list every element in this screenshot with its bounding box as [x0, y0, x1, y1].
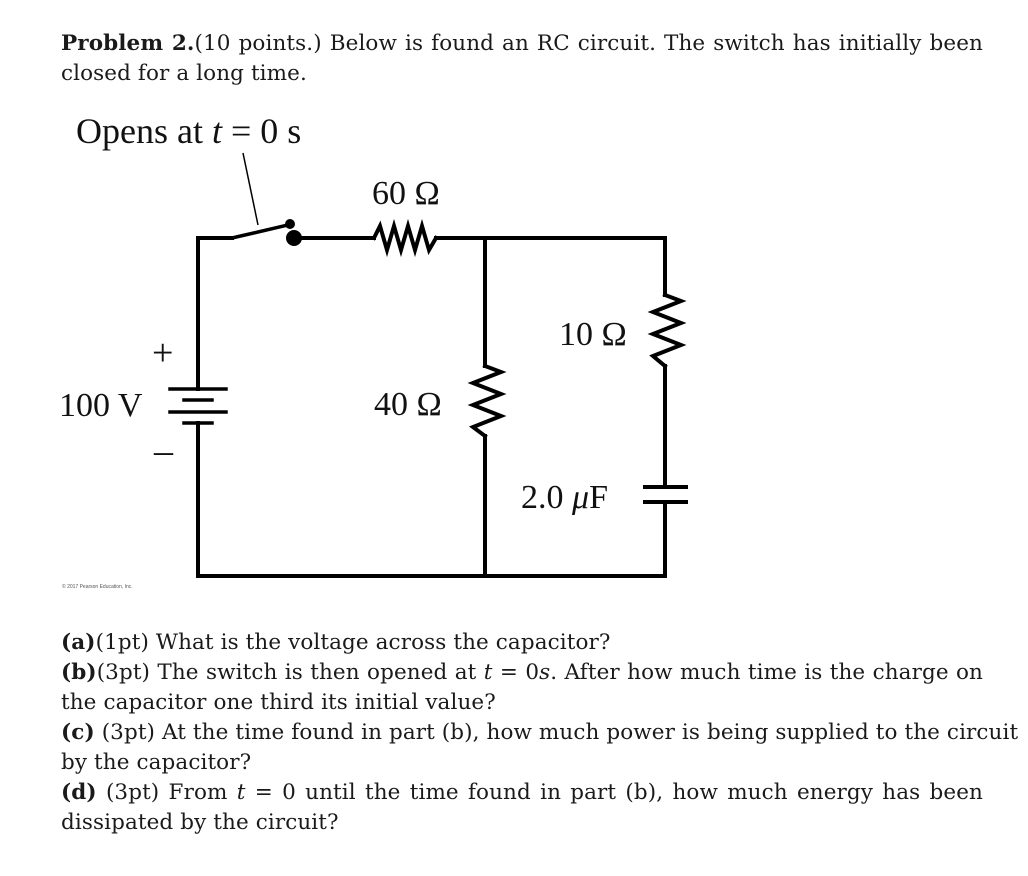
question-b-points: (3pt)	[96, 660, 151, 685]
battery-voltage-label: 100 V	[59, 387, 143, 424]
question-b-text-1: The switch is then opened at	[150, 660, 484, 685]
switch-contact-small	[285, 219, 295, 229]
intro-line-2: closed for a long time.	[61, 61, 307, 86]
resistor-40-ohm	[467, 363, 507, 439]
wire-top-right	[434, 236, 667, 297]
wire-left-top	[196, 236, 234, 374]
question-a-text: What is the voltage across the capacitor…	[148, 630, 611, 655]
capacitor-label: 2.0 μF	[521, 479, 608, 516]
r1-label: 60 Ω	[372, 175, 440, 212]
problem-heading: Problem 2.	[61, 31, 195, 56]
resistor-60-ohm	[371, 218, 439, 258]
switch-blade	[229, 222, 291, 241]
question-d-text-2: = 0 until the time found in part (b), ho…	[245, 780, 983, 805]
question-b-eq: = 0	[492, 660, 540, 685]
r3-label: 10 Ω	[559, 316, 627, 353]
question-a: (a)(1pt) What is the voltage across the …	[61, 628, 983, 658]
question-b-tag: (b)	[61, 660, 97, 685]
question-d-tag: (d)	[61, 780, 97, 805]
resistor-10-ohm	[647, 292, 687, 369]
question-d-line-1: (d) (3pt) From t = 0 until the time foun…	[61, 778, 983, 808]
intro-text-1: Below is found an RC circuit. The switch…	[321, 31, 983, 56]
question-c-points: (3pt)	[101, 720, 156, 745]
question-c-line-2: by the capacitor?	[61, 750, 252, 775]
switch-contact-large	[286, 230, 302, 246]
question-b-text-2: . After how much time is the charge on	[550, 660, 983, 685]
wire-bottom	[196, 428, 667, 578]
battery-minus-sign: –	[153, 430, 174, 472]
question-a-tag: (a)	[61, 630, 96, 655]
r2-label: 40 Ω	[374, 386, 442, 423]
question-d-points: (3pt)	[105, 780, 160, 805]
problem-intro: Problem 2.(10 points.) Below is found an…	[61, 29, 983, 89]
question-a-points: (1pt)	[95, 630, 149, 655]
problem-points: (10 points.)	[194, 31, 322, 56]
question-d-line-2: dissipated by the circuit?	[61, 810, 339, 835]
question-c-line-1: (c) (3pt) At the time found in part (b),…	[61, 718, 1018, 748]
question-d-text-1: From	[159, 780, 237, 805]
question-c-text-1: At the time found in part (b), how much …	[155, 720, 1019, 745]
battery-plus-sign: +	[152, 332, 173, 374]
question-b-var-t: t	[483, 660, 493, 685]
copyright-notice: © 2017 Pearson Education, Inc.	[62, 583, 133, 590]
question-b-line-2: the capacitor one third its initial valu…	[61, 690, 496, 715]
question-b-line-1: (b)(3pt) The switch is then opened at t …	[61, 658, 983, 688]
question-d-var-t: t	[236, 780, 246, 805]
question-c-tag: (c)	[61, 720, 95, 745]
intro-line-1: Problem 2.(10 points.) Below is found an…	[61, 29, 983, 59]
question-b-var-s: s	[539, 660, 551, 685]
questions: (a)(1pt) What is the voltage across the …	[61, 628, 1018, 838]
switch-label: Opens at t = 0 s	[76, 111, 301, 151]
switch-leader-line	[242, 152, 259, 226]
